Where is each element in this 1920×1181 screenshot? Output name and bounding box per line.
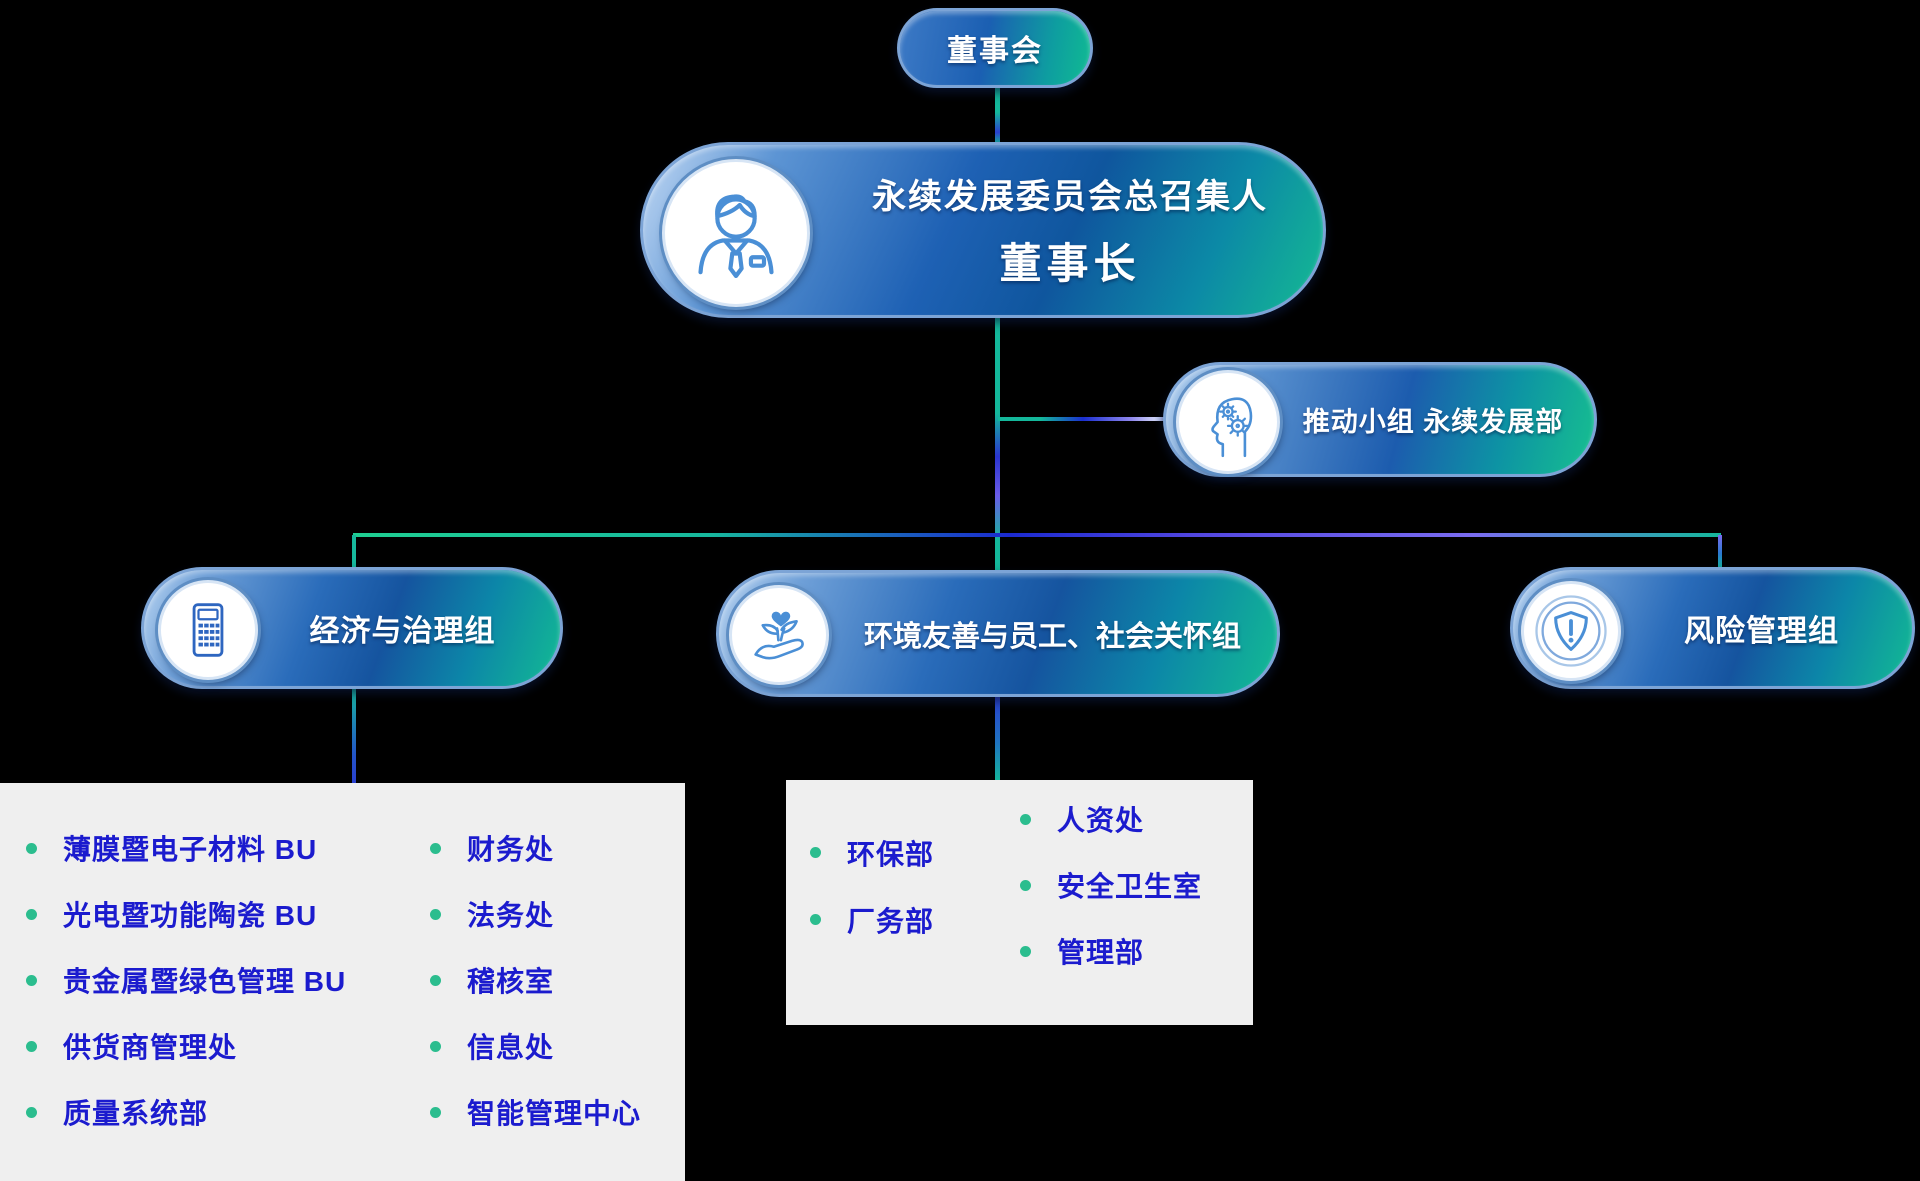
unit-label: 人资处 [1057, 805, 1145, 836]
bullet-icon [430, 908, 441, 920]
list-item: 贵金属暨绿色管理 BU [26, 947, 346, 1013]
list-item: 财务处 [430, 815, 641, 881]
connector-drop-economy [352, 535, 356, 569]
economy-units-panel [0, 783, 685, 1181]
environment-group-label: 环境友善与员工、社会关怀组 [863, 620, 1241, 653]
list-item: 稽核室 [430, 947, 641, 1013]
chairman-text: 永续发展委员会总召集人 董事长 [843, 145, 1297, 315]
bullet-icon [1020, 945, 1031, 957]
unit-label: 薄膜暨电子材料 BU [63, 834, 318, 865]
bullet-icon [430, 1106, 441, 1118]
bullet-icon [430, 1040, 441, 1052]
node-promotion-team: 推动小组 永续发展部 [1163, 362, 1597, 477]
environment-units-panel [786, 780, 1253, 1025]
economy-badge [158, 580, 258, 680]
list-item: 质量系统部 [26, 1079, 346, 1145]
connector-to-promotion-team [998, 417, 1168, 421]
environment-units-column-1: 环保部厂务部 [810, 819, 934, 953]
list-item: 信息处 [430, 1013, 641, 1079]
list-item: 人资处 [1020, 786, 1202, 852]
unit-label: 财务处 [467, 834, 555, 865]
node-chairman: 永续发展委员会总召集人 董事长 [640, 142, 1326, 318]
environment-units-column-2: 人资处安全卫生室管理部 [1020, 786, 1202, 984]
economy-group-label: 经济与治理组 [309, 615, 496, 648]
risk-badge [1521, 581, 1621, 681]
unit-label: 稽核室 [467, 966, 555, 997]
unit-label: 光电暨功能陶瓷 BU [63, 900, 318, 931]
unit-label: 厂务部 [847, 905, 935, 937]
bullet-icon [26, 908, 37, 920]
risk-group-label: 风险管理组 [1684, 615, 1839, 648]
list-item: 管理部 [1020, 918, 1202, 984]
economy-units-column-1: 薄膜暨电子材料 BU 光电暨功能陶瓷 BU 贵金属暨绿色管理 BU 供货商管理处质量系… [26, 815, 346, 1145]
chairman-role: 董事长 [999, 240, 1141, 287]
head-with-gears-icon [1211, 397, 1253, 458]
bullet-icon [1020, 813, 1031, 825]
unit-label: 信息处 [467, 1032, 555, 1063]
list-item: 智能管理中心 [430, 1079, 641, 1145]
connector-trunk [995, 316, 1000, 572]
promotion-badge [1176, 370, 1280, 474]
unit-label: 法务处 [467, 900, 555, 931]
list-item: 法务处 [430, 881, 641, 947]
bullet-icon [1020, 879, 1031, 891]
promotion-team-label: 推动小组 永续发展部 [1302, 407, 1564, 437]
unit-label: 供货商管理处 [63, 1032, 238, 1063]
shield-with-exclamation-icon [1535, 595, 1607, 667]
connector-board-to-chairman [995, 86, 1000, 144]
unit-label: 环保部 [847, 838, 935, 870]
list-item: 薄膜暨电子材料 BU [26, 815, 346, 881]
list-item: 光电暨功能陶瓷 BU [26, 881, 346, 947]
unit-label: 智能管理中心 [467, 1098, 642, 1129]
node-economy-group: 经济与治理组 [141, 567, 563, 689]
businessman-icon [698, 194, 774, 279]
bullet-icon [26, 842, 37, 854]
node-board-label: 董事会 [947, 35, 1043, 68]
calculator-icon [192, 603, 224, 657]
list-item: 供货商管理处 [26, 1013, 346, 1079]
bullet-icon [810, 847, 821, 858]
bullet-icon [430, 974, 441, 986]
list-item: 厂务部 [810, 886, 934, 953]
bullet-icon [430, 842, 441, 854]
connector-branch-horizontal [353, 533, 1721, 537]
hand-holding-plant-icon [754, 611, 804, 660]
environment-badge [729, 585, 829, 685]
bullet-icon [26, 974, 37, 986]
connector-economy-to-panel [352, 687, 356, 785]
chairman-title: 永续发展委员会总召集人 [872, 178, 1268, 216]
chairman-badge [662, 159, 810, 307]
connector-environment-to-panel [995, 695, 1000, 782]
node-board: 董事会 [897, 8, 1093, 88]
list-item: 环保部 [810, 819, 934, 886]
unit-label: 贵金属暨绿色管理 BU [63, 966, 347, 997]
unit-label: 安全卫生室 [1057, 871, 1203, 902]
list-item: 安全卫生室 [1020, 852, 1202, 918]
bullet-icon [26, 1106, 37, 1118]
unit-label: 管理部 [1057, 937, 1145, 968]
bullet-icon [810, 914, 821, 925]
bullet-icon [26, 1040, 37, 1052]
economy-units-column-2: 财务处法务处稽核室信息处智能管理中心 [430, 815, 641, 1145]
connector-drop-risk [1718, 535, 1722, 569]
unit-label: 质量系统部 [63, 1098, 209, 1129]
node-risk-group: 风险管理组 [1510, 567, 1915, 689]
node-environment-group: 环境友善与员工、社会关怀组 [716, 570, 1280, 697]
